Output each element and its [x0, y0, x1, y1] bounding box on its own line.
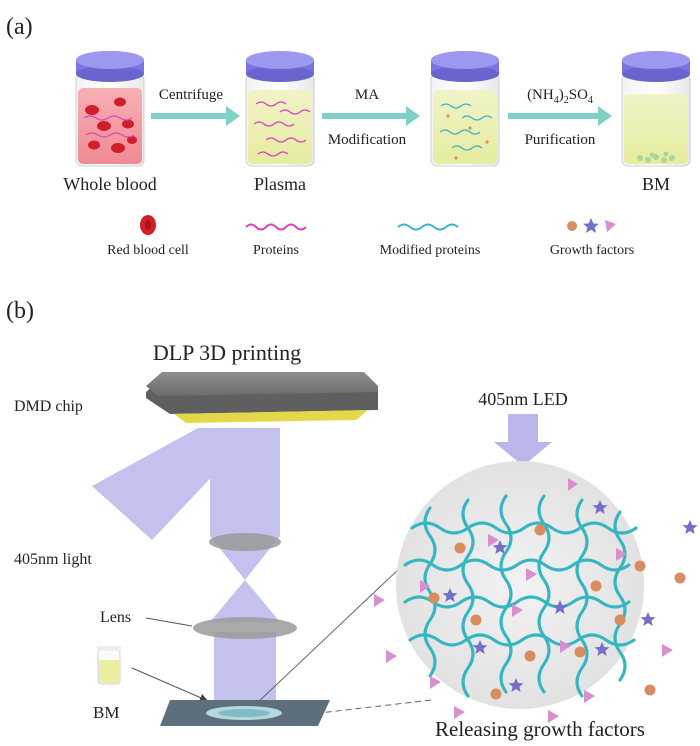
modified-proteins-in-jar — [439, 103, 493, 151]
growth-factor-dots-in-jar — [446, 114, 489, 160]
bm-precipitate — [637, 151, 675, 163]
lower-lens — [193, 617, 297, 639]
reagent-formula: (NH4)2SO4 — [527, 87, 593, 106]
panel-b-label: (b) — [6, 298, 34, 324]
bm-vial-label: BM — [93, 703, 119, 722]
arrow-modification — [322, 106, 420, 126]
legend-modified-proteins-icon — [397, 223, 459, 231]
upper-lens — [209, 533, 281, 551]
legend-modified-proteins-label: Modified proteins — [380, 243, 481, 258]
step-centrifuge-label: Centrifuge — [159, 87, 223, 103]
legend-proteins-label: Proteins — [253, 243, 299, 258]
legend-growth-factors-label: Growth factors — [550, 243, 634, 258]
arrow-centrifuge — [151, 106, 240, 126]
printing-plate — [160, 700, 330, 726]
growth-factor-particles — [374, 478, 698, 723]
dlp-title: DLP 3D printing — [153, 340, 301, 365]
dmd-chip — [146, 372, 378, 423]
lens-pointer-line — [145, 617, 193, 627]
lens-label: Lens — [100, 609, 131, 626]
legend: Red blood cell Proteins Modified protein… — [107, 215, 634, 258]
stage-plasma-label: Plasma — [254, 174, 306, 194]
jar-modified — [430, 51, 500, 167]
releasing-growth-factors-label: Releasing growth factors — [435, 717, 645, 741]
vertical-beam-lower — [214, 632, 276, 708]
vertical-beam-upper — [210, 428, 280, 536]
legend-proteins-icon — [245, 223, 307, 231]
jar-whole-blood — [75, 51, 145, 167]
step-purification-label: Purification — [525, 132, 596, 148]
zoom-line-lower — [275, 699, 433, 719]
led-arrow — [494, 414, 552, 466]
arrow-purification — [508, 106, 612, 126]
step-modification-label: Modification — [328, 132, 407, 148]
405nm-led-label: 405nm LED — [478, 389, 568, 409]
red-blood-cells-in-jar — [85, 97, 137, 153]
dmd-chip-label: DMD chip — [14, 398, 83, 415]
405nm-light-label: 405nm light — [14, 551, 92, 568]
process-arrows — [151, 106, 612, 126]
bm-vial — [97, 646, 121, 685]
step-ma-label: MA — [355, 87, 379, 103]
bm-pointer-arrow — [131, 667, 208, 702]
hydrogel-network-magnified — [396, 461, 644, 709]
jar-bm — [621, 51, 691, 167]
stage-bm-label: BM — [642, 174, 670, 194]
legend-red-blood-cell-label: Red blood cell — [107, 243, 189, 258]
proteins-in-jar — [253, 101, 311, 157]
panel-a-label: (a) — [6, 14, 33, 40]
jar-plasma — [245, 51, 315, 167]
stage-whole-blood-label: Whole blood — [63, 174, 156, 194]
legend-growth-factors-icon — [567, 218, 616, 233]
beam-diverge — [210, 580, 280, 622]
